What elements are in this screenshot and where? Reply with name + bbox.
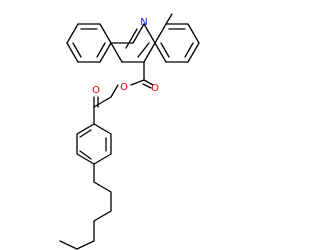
- pyridine-ring: [110, 23, 156, 63]
- heptyl-chain: [59, 163, 112, 250]
- nitrogen-atom-label: N: [140, 17, 147, 28]
- benzo-ring: [154, 23, 200, 63]
- carbonyl-oxygen-label: O: [151, 83, 159, 94]
- aryl-ring: [76, 123, 112, 165]
- ketone-group: [93, 96, 112, 125]
- ester-group: [110, 61, 154, 98]
- molecule-structure-diagram: N O O O: [59, 13, 200, 250]
- ketone-oxygen-label: O: [92, 85, 100, 96]
- phenyl-ring: [66, 23, 112, 63]
- ester-oxygen-label: O: [120, 82, 128, 93]
- methyl-bond: [165, 13, 173, 25]
